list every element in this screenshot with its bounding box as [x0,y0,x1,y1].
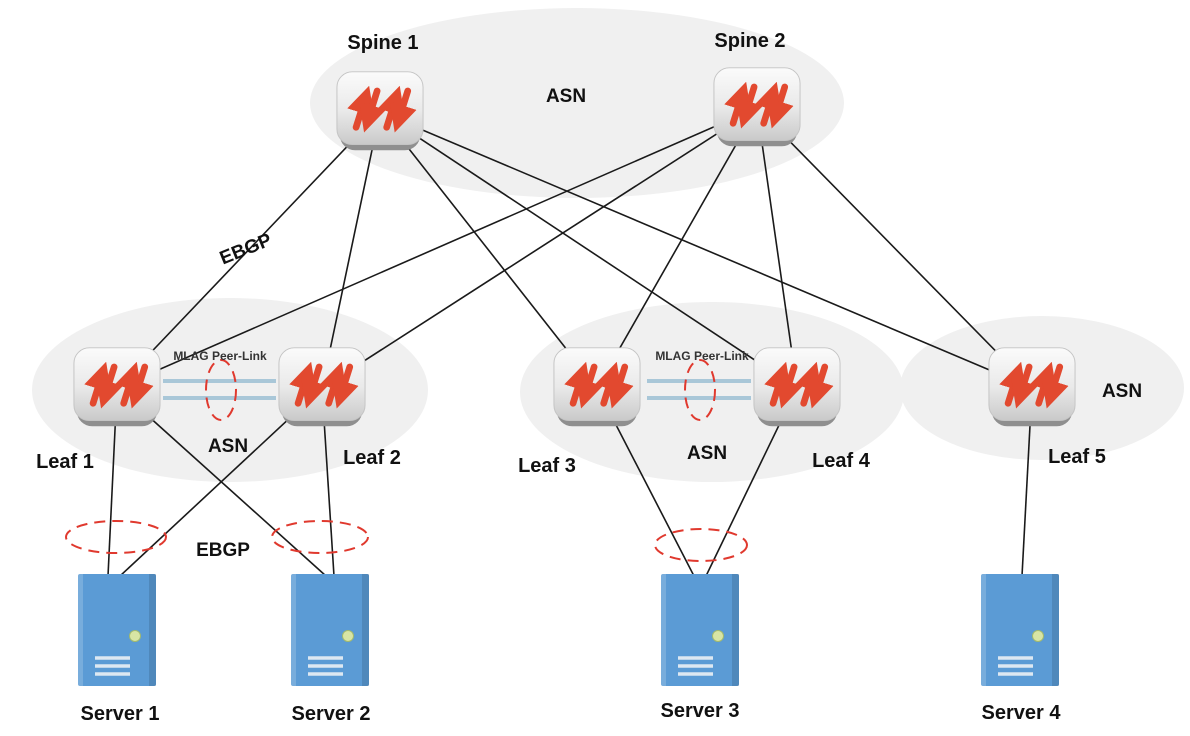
leaf1-label: Leaf 1 [36,451,94,473]
server1-icon [78,574,156,686]
leaf3-switch-icon [554,348,640,426]
server3-label: Server 3 [661,700,740,722]
edge-spine2-leaf5 [756,107,1033,389]
edge-spine2-leaf2 [321,107,758,389]
edge-spine2-leaf4 [756,107,798,389]
mlag-peerlink-leaf12 [163,379,276,400]
edge-spine2-leaf1 [116,107,758,389]
server4-icon [981,574,1059,686]
leaf12-asn-ellipse [32,298,428,482]
leaf1-switch-icon [74,348,160,426]
spine1-switch-icon [337,72,423,150]
leaf2-label: Leaf 2 [343,447,401,469]
mlag-highlight-server2-links [271,520,369,554]
mlag-highlight-server3-links [654,528,748,562]
ebgp-label-leaf-server: EBGP [196,540,250,561]
mlag-highlight-peerlink34 [684,359,716,421]
edge-spine1-leaf5 [379,111,1033,389]
leaf2-switch-icon [279,348,365,426]
mlag-highlight-peerlink12 [205,359,237,421]
leaf4-label: Leaf 4 [812,450,871,472]
spine-asn-ellipse [310,8,844,198]
mlag-peerlink-label-12: MLAG Peer-Link [173,349,267,363]
edge-spine1-leaf1 [116,111,381,389]
edge-spine1-leaf4 [379,111,798,389]
leaf4-switch-icon [754,348,840,426]
asn-label-spine: ASN [546,86,586,107]
server4-label: Server 4 [982,702,1062,724]
edge-spine2-leaf3 [596,107,758,389]
spine1-label: Spine 1 [347,32,418,54]
server3-icon [661,574,739,686]
edge-spine1-leaf3 [379,111,598,389]
asn-label-leaf34: ASN [687,443,727,464]
server2-icon [291,574,369,686]
spine2-label: Spine 2 [714,30,785,52]
mlag-peerlink-label-34: MLAG Peer-Link [655,349,749,363]
leaf5-label: Leaf 5 [1048,446,1106,468]
edge-spine1-leaf2 [321,111,381,389]
leaf34-asn-ellipse [520,302,904,482]
leaf5-switch-icon [989,348,1075,426]
asn-label-leaf12: ASN [208,436,248,457]
mlag-highlight-server1-links [65,520,167,554]
leaf3-label: Leaf 3 [518,455,576,477]
mlag-peerlink-leaf34 [647,379,751,400]
asn-label-leaf5: ASN [1102,381,1142,402]
server2-label: Server 2 [292,703,371,725]
ebgp-label-spine-leaf: EBGP [217,230,275,270]
server1-label: Server 1 [81,703,160,725]
spine2-switch-icon [714,68,800,146]
